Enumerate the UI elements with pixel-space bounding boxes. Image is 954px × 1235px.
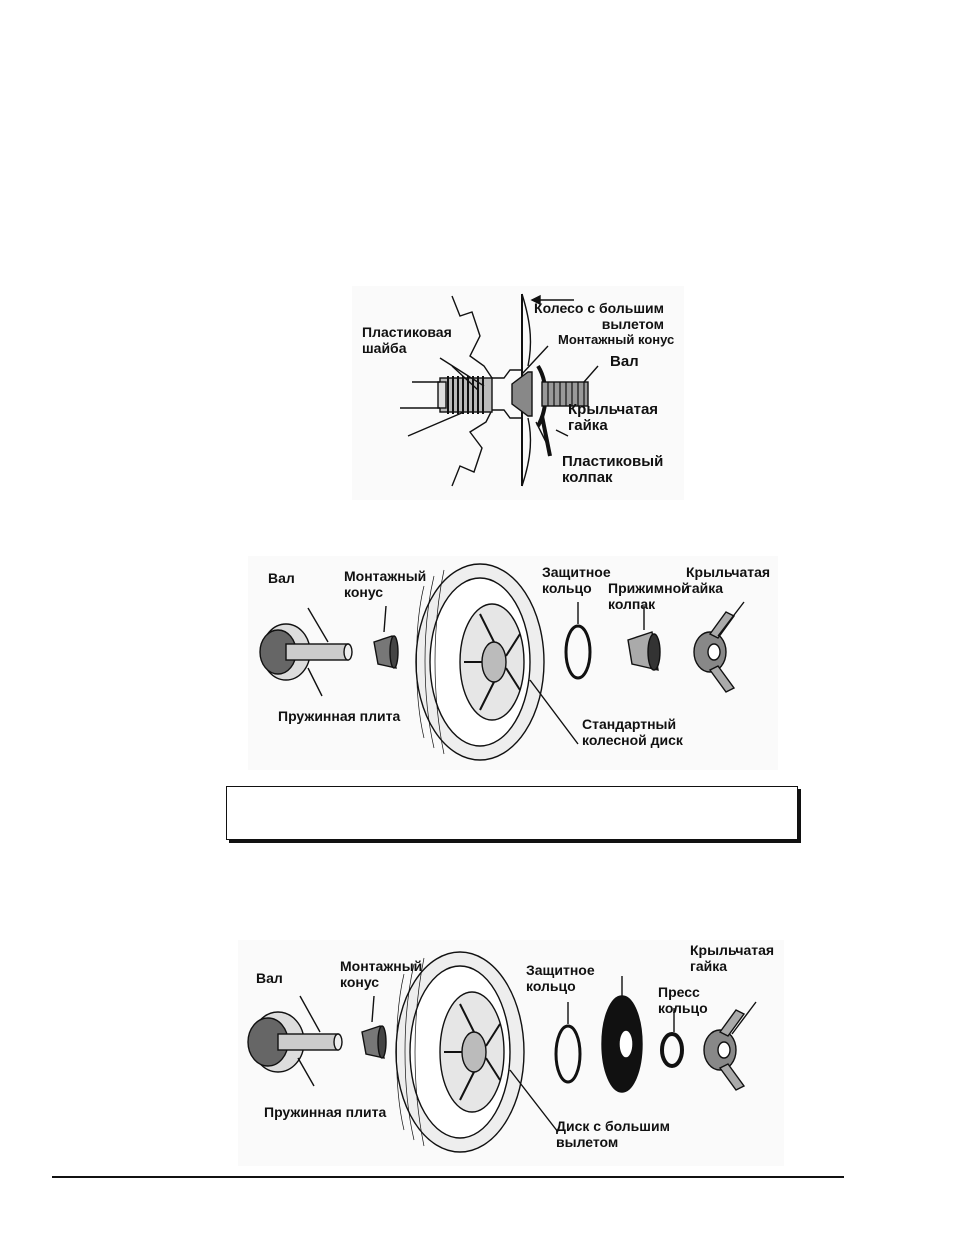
label-wing-nut: Крыльчатая гайка	[690, 942, 775, 974]
label-protective-ring: Защитное кольцо	[542, 564, 611, 596]
label-wide-offset-wheel-text: Колесо с большим вылетом	[534, 300, 664, 332]
figure3-drawing	[247, 951, 757, 1153]
label-press-ring: Пресс кольцо	[658, 984, 708, 1016]
figure1-drawing	[400, 293, 599, 487]
label-protective-ring: Защитное кольцо	[526, 962, 595, 994]
label-standard-rim: Стандартный колесной диск	[582, 716, 683, 748]
label-wide-offset-rim: Диск с большим вылетом	[556, 1118, 670, 1150]
label-wide-offset-wheel: Колесо с большим вылетом	[532, 300, 664, 332]
label-mounting-cone: Монтажный конус	[558, 332, 675, 347]
label-mounting-cone: Монтажный конус	[340, 958, 423, 990]
label-pressure-cap: Прижимной колпак	[608, 580, 690, 612]
figure-wide-offset-mounting: Колесо с большим вылетом Пластиковая шай…	[352, 286, 684, 500]
label-wing-nut: Крыльчатая гайка	[568, 401, 659, 434]
label-shaft: Вал	[268, 570, 295, 586]
label-spring-plate: Пружинная плита	[264, 1104, 387, 1120]
label-shaft: Вал	[256, 970, 283, 986]
figure2-drawing	[259, 563, 745, 761]
figure-standard-rim-assembly: Вал Монтажный конус Защитное кольцо Приж…	[248, 556, 778, 770]
note-box	[226, 786, 798, 840]
figure-wide-offset-rim-assembly: Вал Монтажный конус Защитное кольцо Прес…	[238, 940, 784, 1166]
label-spring-plate: Пружинная плита	[278, 708, 401, 724]
label-plastic-washer: Пластиковая шайба	[362, 324, 452, 356]
label-plastic-cap: Пластиковый колпак	[562, 453, 664, 486]
footer-rule	[52, 1176, 844, 1178]
label-shaft: Вал	[610, 353, 639, 370]
label-mounting-cone: Монтажный конус	[344, 568, 427, 600]
label-wing-nut: Крыльчатая гайка	[686, 564, 771, 596]
